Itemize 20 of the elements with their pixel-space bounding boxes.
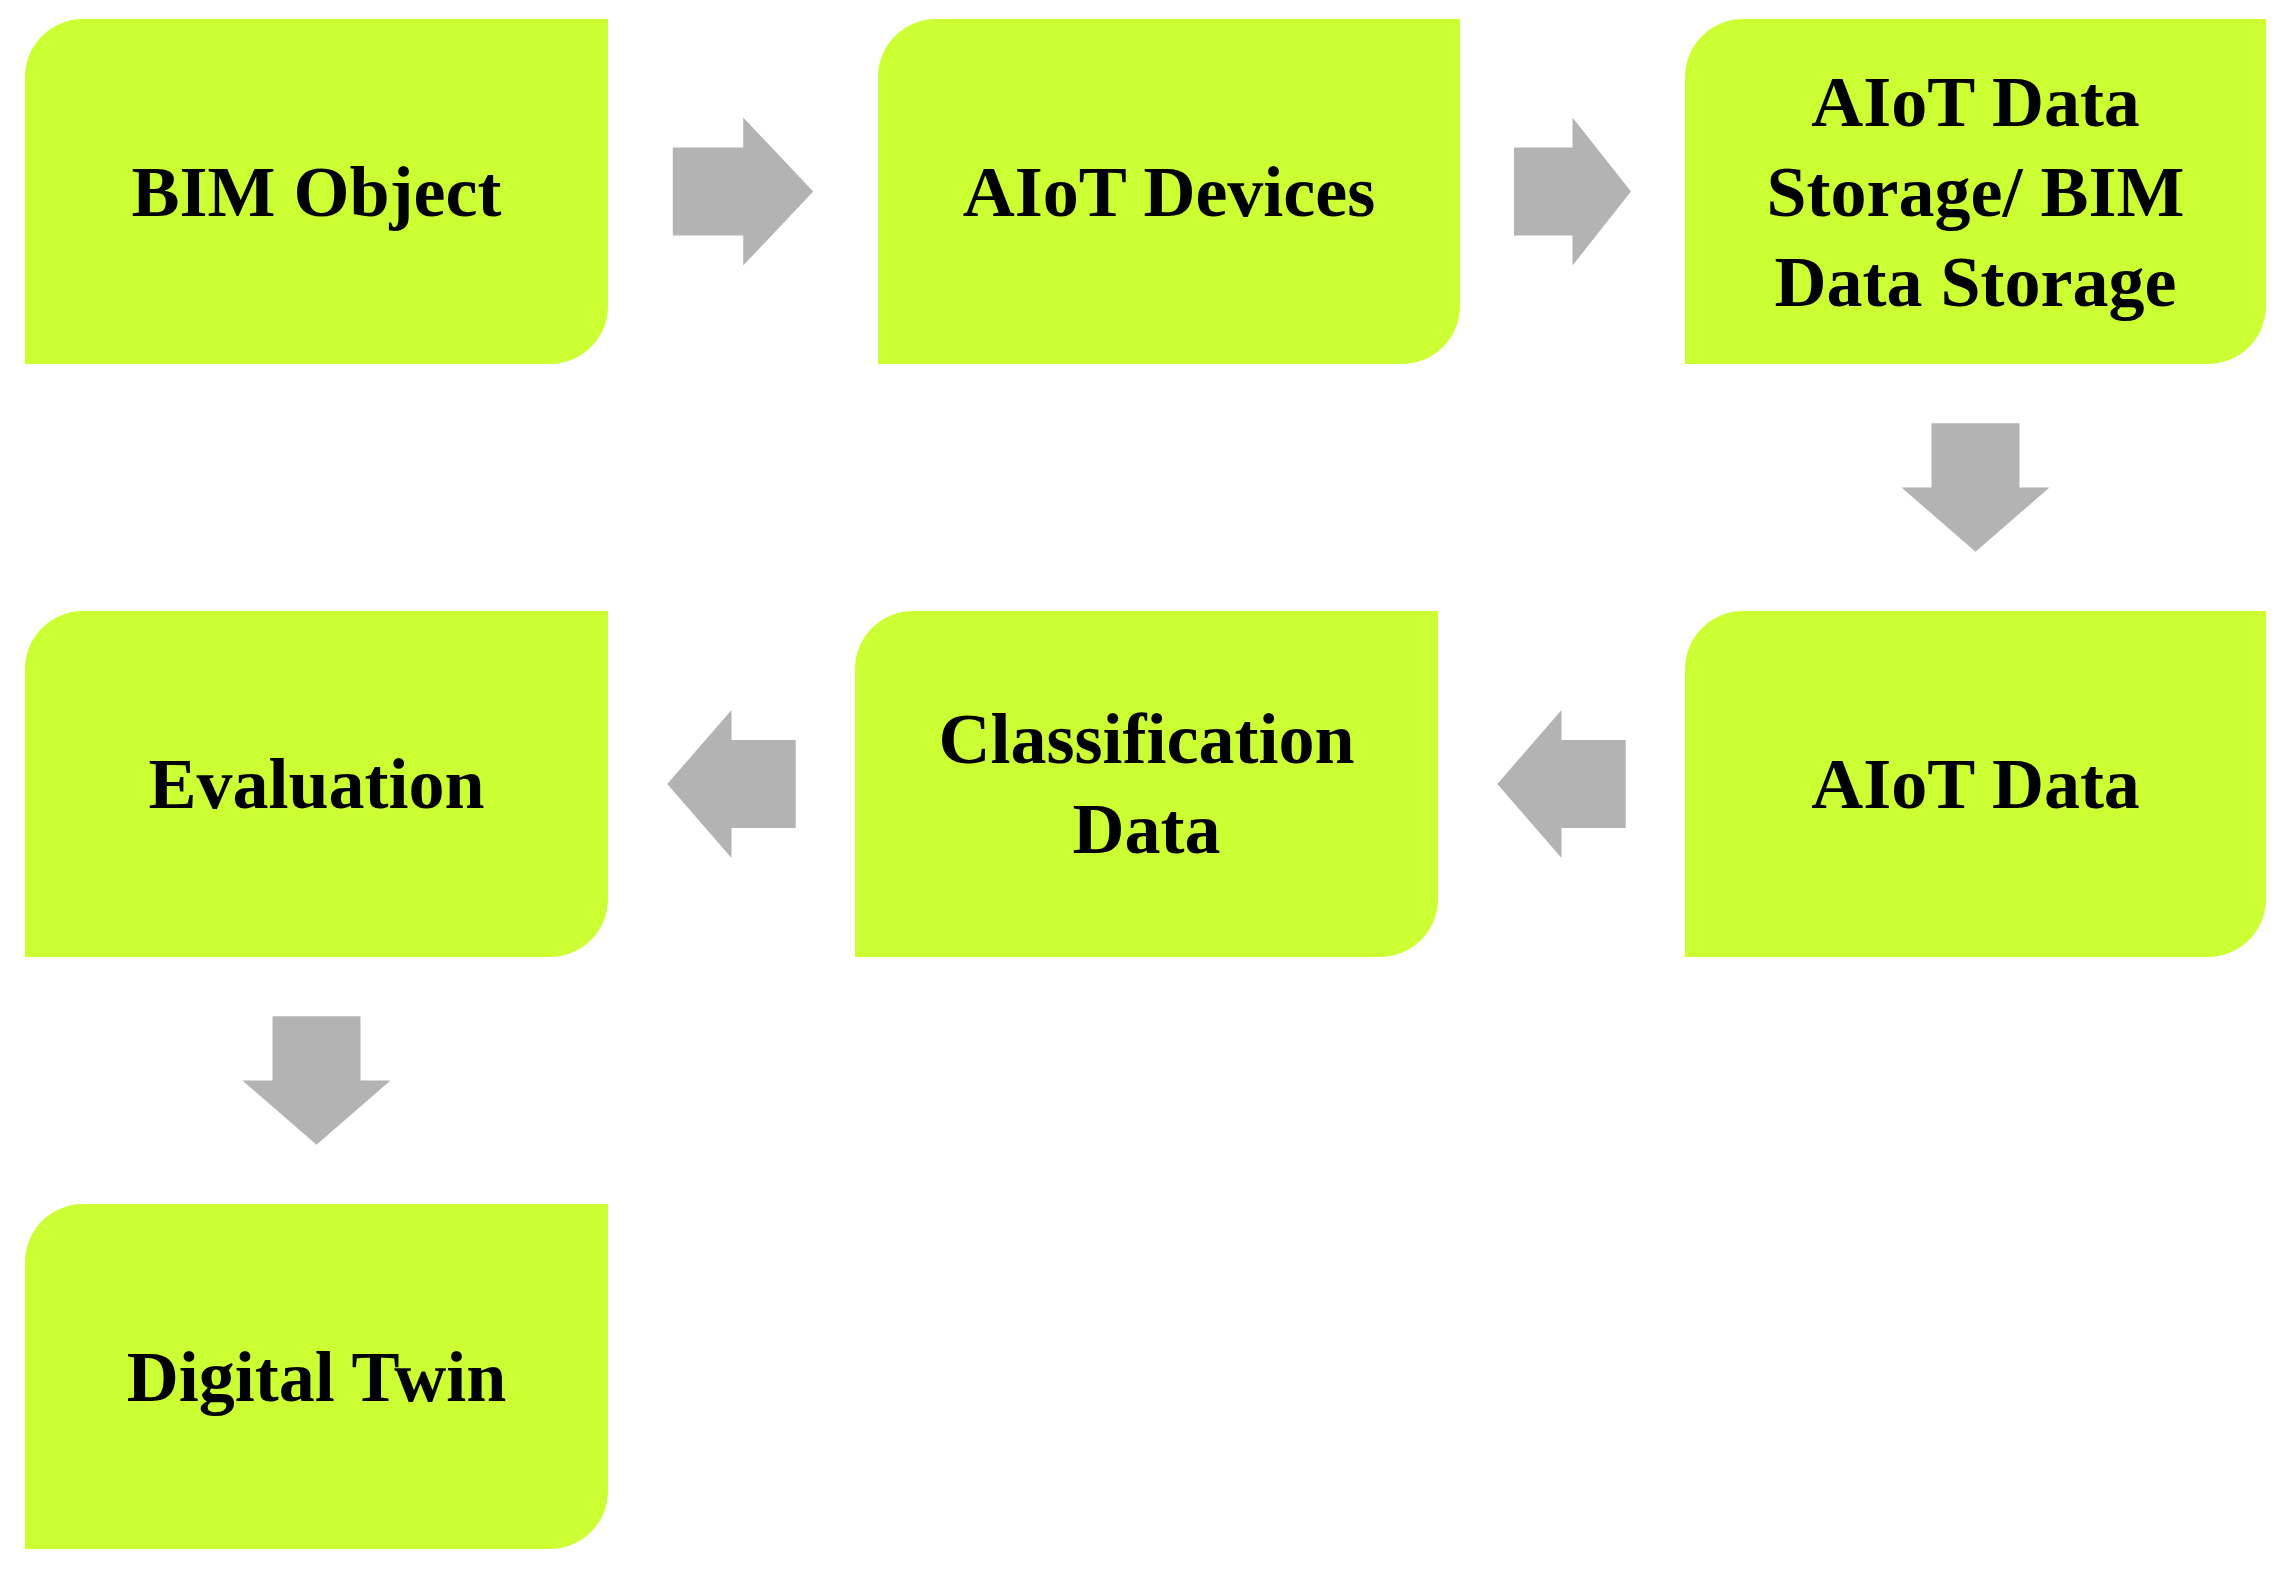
box-label: AIoT Data Storage/ BIM Data Storage xyxy=(1765,60,2186,324)
box-label: BIM Object xyxy=(131,150,502,234)
box-label: Digital Twin xyxy=(126,1335,507,1419)
process-box xyxy=(1685,19,2266,364)
block-arrow xyxy=(242,1016,391,1145)
block-arrow xyxy=(667,710,796,858)
process-box xyxy=(855,611,1438,957)
process-box xyxy=(25,611,608,957)
process-box xyxy=(25,1204,608,1549)
process-box xyxy=(878,19,1460,364)
block-arrow xyxy=(672,117,814,266)
box-label: Evaluation xyxy=(148,743,485,826)
block-arrow xyxy=(1514,117,1631,266)
box-label: AIoT Data xyxy=(1811,743,2140,826)
box-label: AIoT Devices xyxy=(962,150,1376,234)
process-box xyxy=(25,19,608,364)
block-arrow xyxy=(1497,710,1626,858)
box-label: Classification Data xyxy=(937,698,1356,871)
block-arrow xyxy=(1901,423,2050,552)
process-box xyxy=(1685,611,2266,957)
